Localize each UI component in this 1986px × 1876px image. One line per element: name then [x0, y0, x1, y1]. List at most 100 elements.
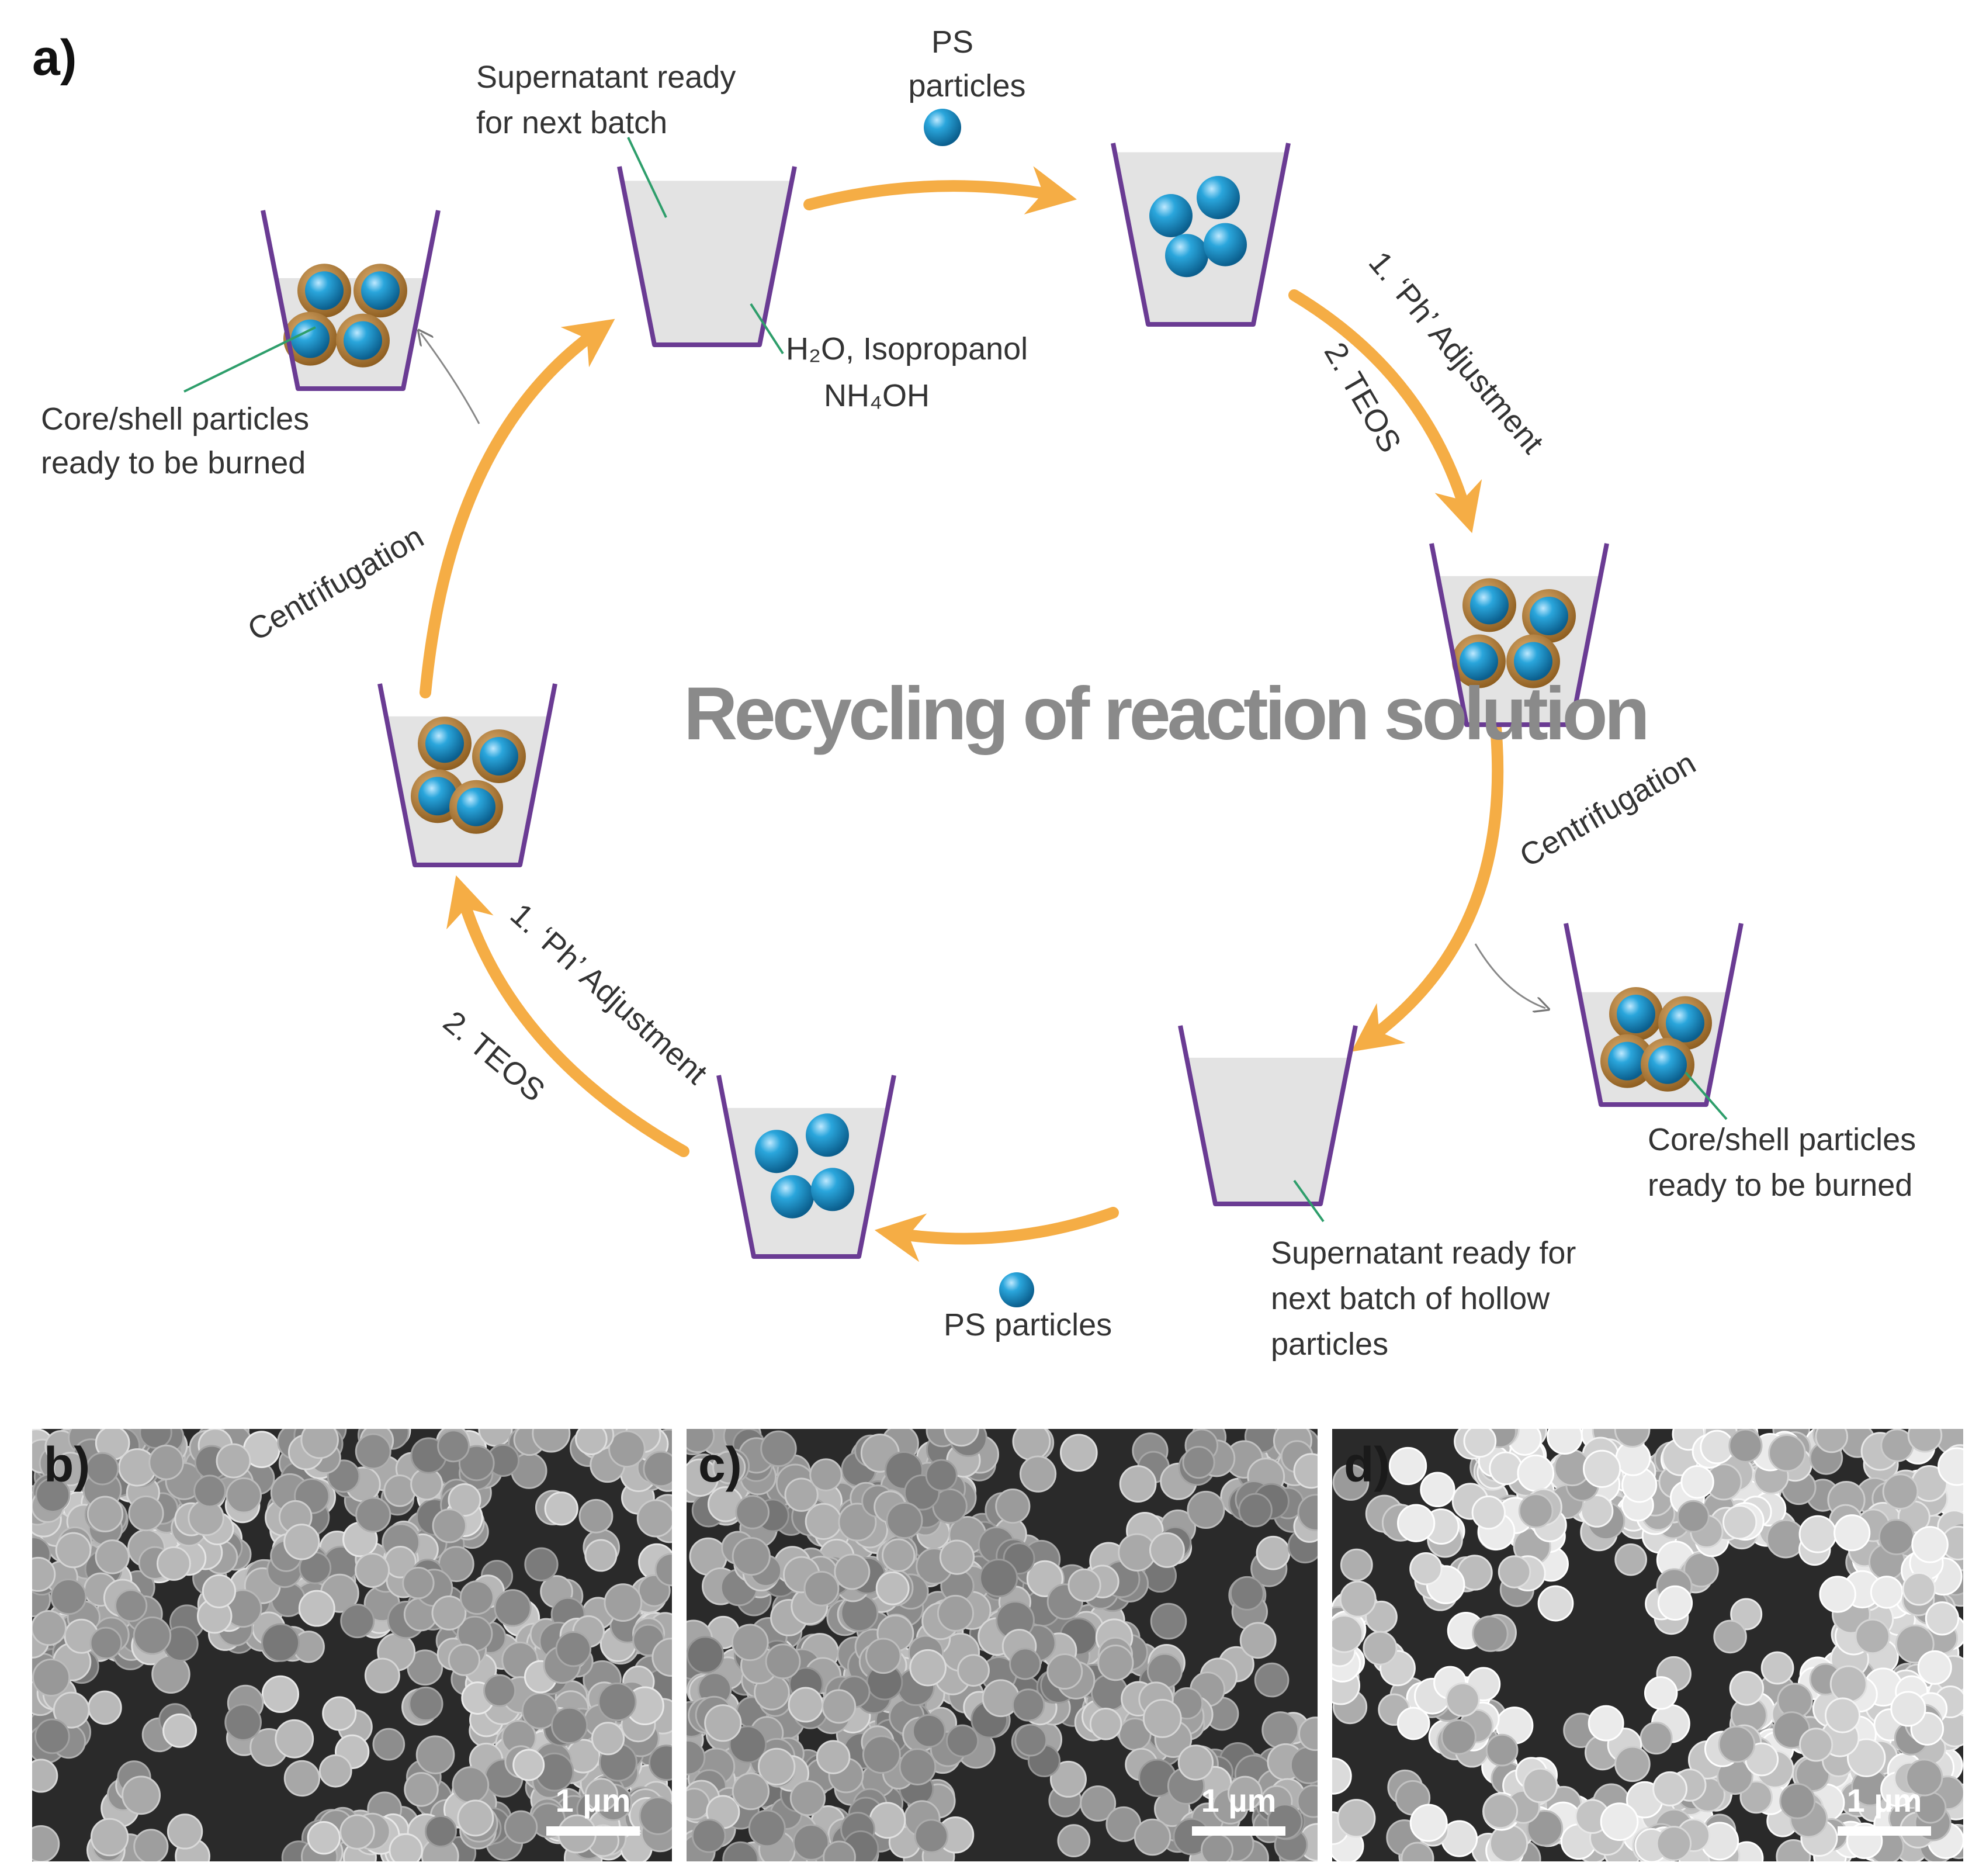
pointer-core-shell-right — [1685, 1071, 1728, 1120]
sem-sphere — [95, 1539, 130, 1574]
label-solvent-1: H₂O, Isopropanol — [786, 331, 1028, 366]
sem-sphere — [945, 1724, 979, 1757]
beaker-coated-left — [377, 683, 557, 867]
beaker-outline — [377, 683, 557, 867]
sem-sphere — [1614, 1429, 1651, 1448]
sem-sphere — [322, 1696, 357, 1731]
sem-sphere — [925, 1459, 958, 1491]
sem-sphere — [1489, 1824, 1529, 1861]
ps-particle — [755, 1130, 798, 1174]
diagram-title: Recycling of reaction solution — [684, 672, 1647, 756]
sem-sphere — [939, 1539, 975, 1575]
sem-panel-letter: c) — [698, 1437, 742, 1492]
sem-sphere — [355, 1497, 391, 1533]
sem-sphere — [1728, 1429, 1763, 1463]
sem-sphere — [912, 1714, 946, 1748]
sem-sphere — [261, 1675, 300, 1714]
sem-sphere — [1600, 1802, 1639, 1841]
sem-panel-c: c) 1 µm — [687, 1429, 1318, 1861]
particle-core — [1648, 1045, 1687, 1084]
sem-sphere — [604, 1583, 643, 1622]
sem-sphere — [651, 1638, 672, 1677]
sem-sphere — [1290, 1746, 1318, 1784]
sem-sphere — [1340, 1548, 1373, 1581]
sem-sphere — [1855, 1618, 1890, 1655]
label-solvent-2: NH₄OH — [824, 378, 930, 413]
sem-sphere — [1059, 1434, 1098, 1472]
sem-sphere — [979, 1559, 1018, 1598]
sem-sphere — [822, 1689, 857, 1724]
particle-core — [457, 787, 495, 826]
particle-core — [1530, 597, 1568, 635]
sem-sphere — [224, 1704, 262, 1741]
scale-bar — [1192, 1826, 1285, 1836]
sem-sphere — [1097, 1644, 1134, 1681]
sem-sphere — [1201, 1833, 1234, 1861]
label-core-shell-right-2: ready to be burned — [1648, 1168, 1912, 1203]
label-step1-left: 1. ‘Ph’ Adjustment — [504, 897, 714, 1091]
sem-sphere — [55, 1532, 92, 1569]
sem-sphere — [1834, 1514, 1871, 1552]
sem-sphere — [1293, 1453, 1318, 1489]
sem-sphere — [372, 1728, 405, 1761]
sem-sphere — [1363, 1631, 1398, 1666]
sem-sphere — [1014, 1723, 1048, 1757]
sem-sphere — [1482, 1793, 1519, 1829]
sem-sphere — [1815, 1429, 1849, 1453]
sem-sphere — [1080, 1785, 1117, 1822]
sem-sphere — [584, 1539, 618, 1572]
sem-sphere — [909, 1649, 947, 1687]
sem-sphere — [729, 1725, 767, 1764]
sem-sphere — [148, 1444, 184, 1480]
sem-sphere — [1177, 1745, 1214, 1781]
sem-sphere — [1925, 1601, 1960, 1636]
sem-sphere — [355, 1433, 391, 1470]
label-ps-top-2: particles — [908, 68, 1025, 103]
sem-sphere — [1652, 1771, 1688, 1806]
particle-core — [1608, 1041, 1647, 1081]
arrow-right-upper — [1288, 289, 1482, 534]
sem-sphere — [115, 1589, 148, 1622]
sem-image — [687, 1429, 1318, 1861]
cycle-arrows — [420, 166, 1504, 1262]
sem-sphere — [1905, 1759, 1943, 1797]
particle-core — [305, 271, 344, 310]
sem-image — [1332, 1429, 1963, 1861]
particle-core — [480, 737, 518, 776]
sem-sphere — [1829, 1665, 1867, 1703]
sem-sphere — [886, 1501, 923, 1539]
sem-sphere — [1656, 1826, 1692, 1861]
label-ps-bottom: PS particles — [944, 1307, 1112, 1342]
sem-sphere — [1229, 1576, 1264, 1611]
label-step2-left: 2. TEOS — [436, 1004, 551, 1108]
particle-core — [425, 724, 464, 763]
ps-particle — [1165, 234, 1208, 278]
scale-bar-label: 1 µm — [1201, 1782, 1277, 1819]
panel-a-letter: a) — [32, 30, 77, 86]
sem-sphere — [128, 1495, 164, 1532]
sem-sphere — [1799, 1728, 1834, 1762]
sem-sphere — [550, 1707, 588, 1744]
ps-particle — [1204, 223, 1247, 266]
sem-sphere — [1846, 1738, 1886, 1777]
sem-sphere — [1396, 1707, 1430, 1740]
sem-sphere — [1471, 1495, 1506, 1530]
arrow-top — [803, 166, 1077, 214]
sem-sphere — [591, 1722, 625, 1756]
sem-sphere — [1547, 1429, 1583, 1455]
sem-sphere — [757, 1747, 796, 1786]
sem-sphere — [639, 1797, 672, 1835]
sem-sphere — [32, 1759, 58, 1793]
beaker-supernatant-top — [617, 166, 797, 347]
sem-sphere — [1149, 1532, 1185, 1568]
sem-sphere — [383, 1475, 416, 1507]
ps-particle — [1197, 176, 1240, 219]
beaker-outline — [261, 210, 441, 391]
sem-sphere — [431, 1595, 467, 1631]
sem-sphere — [1917, 1650, 1952, 1685]
label-supernatant-top-1: Supernatant ready — [476, 60, 736, 95]
sem-sphere — [216, 1443, 251, 1479]
sem-sphere — [193, 1475, 226, 1508]
ps-particle-bottom — [999, 1272, 1034, 1307]
sem-sphere — [452, 1766, 490, 1804]
